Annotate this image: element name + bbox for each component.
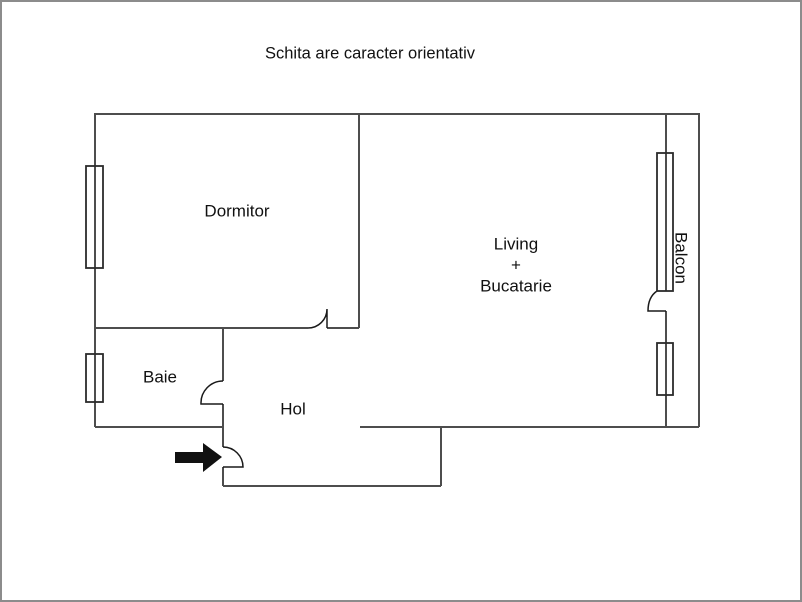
room-label-dormitor: Dormitor (204, 201, 270, 221)
disclaimer-title: Schita are caracter orientativ (264, 44, 476, 63)
room-label-living-line2: + (511, 255, 521, 275)
balcon-window-upper (656, 152, 674, 292)
dormitor-window (85, 165, 104, 269)
balcon-door-arc (647, 290, 666, 312)
baie-door-arc (200, 380, 224, 405)
dormitor-door-arc (307, 308, 328, 329)
entrance-door-arc (222, 446, 244, 468)
entrance-arrow-icon (175, 443, 222, 472)
exterior-walls (94, 113, 700, 427)
room-label-baie: Baie (142, 367, 178, 387)
room-label-living-line1: Living (493, 234, 539, 254)
room-label-living-bucatarie: Living + Bucatarie (480, 234, 552, 297)
balcon-window-lower (656, 342, 674, 396)
baie-window (85, 353, 104, 403)
room-label-living-line3: Bucatarie (480, 276, 552, 296)
room-label-hol: Hol (280, 399, 306, 419)
room-label-balcon: Balcon (671, 232, 691, 284)
